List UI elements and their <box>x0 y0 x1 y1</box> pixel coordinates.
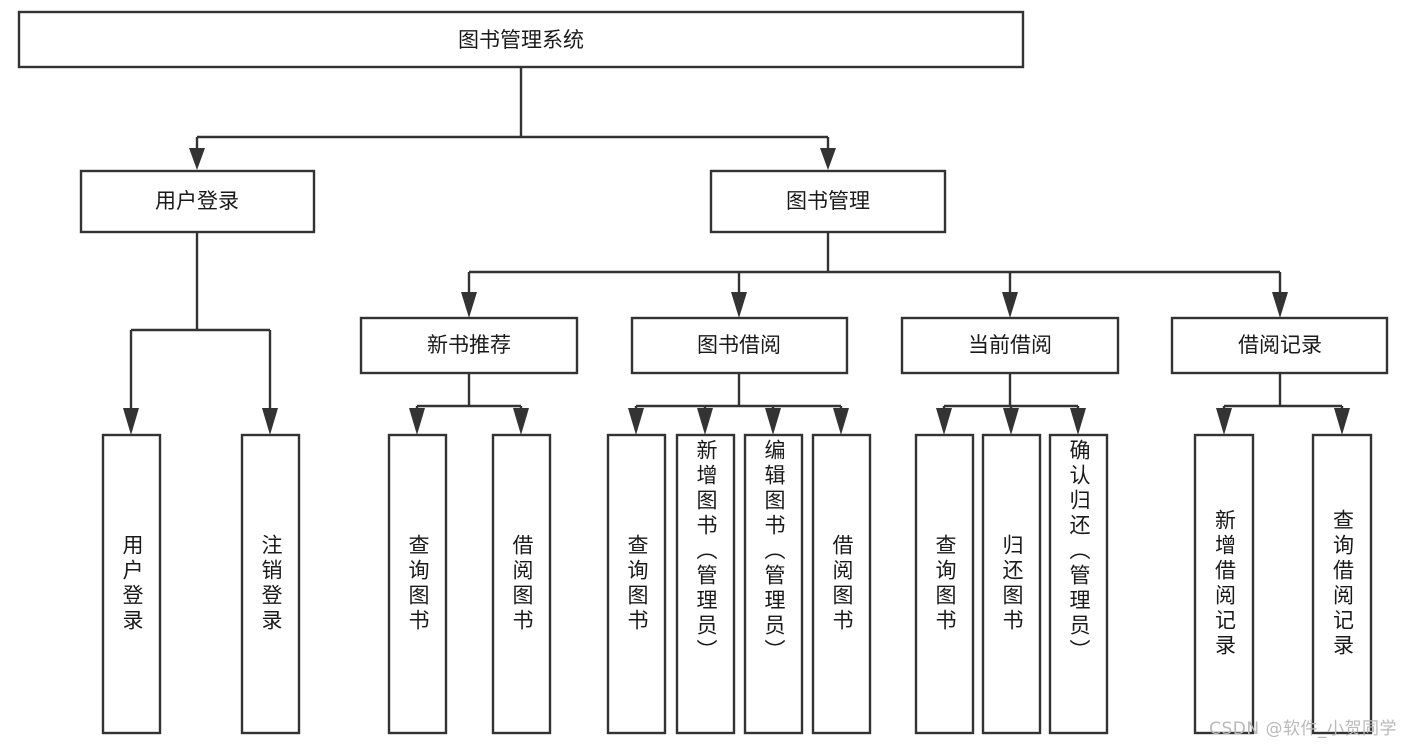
node-book-borrow-label: 图书借阅 <box>697 333 781 357</box>
node-user-login-label: 用户登录 <box>155 189 239 213</box>
arrowhead-leaf-user-login <box>123 408 139 435</box>
node-leaf-add-record-box[interactable] <box>1193 433 1255 735</box>
node-current-borrow-box[interactable] <box>900 316 1120 375</box>
node-book-borrow[interactable]: 图书借阅 <box>630 316 849 375</box>
node-user-login[interactable]: 用户登录 <box>79 169 316 234</box>
node-leaf-query-record-box[interactable] <box>1311 433 1373 735</box>
node-leaf-user-logout-box[interactable] <box>240 433 301 735</box>
node-user-login-box[interactable] <box>79 169 316 234</box>
node-borrow-record-label: 借阅记录 <box>1238 333 1322 357</box>
arrowhead-borrow-record <box>1272 292 1288 318</box>
node-root-box[interactable] <box>17 10 1025 69</box>
node-current-borrow[interactable]: 当前借阅 <box>900 316 1120 375</box>
node-leaf-user-login-box[interactable] <box>101 433 162 735</box>
connector-group-borrow-record <box>1216 373 1350 435</box>
node-leaf-query-book-1-box[interactable] <box>387 433 448 735</box>
connector-group-root <box>189 67 836 170</box>
node-new-book-recommend[interactable]: 新书推荐 <box>359 316 579 375</box>
arrowhead-book-borrow <box>731 292 747 318</box>
arrowhead-leaf-borrow-book-2 <box>833 408 849 435</box>
arrowhead-leaf-query-book-3 <box>936 408 952 435</box>
arrowhead-leaf-add-book <box>697 408 713 435</box>
node-book-manage[interactable]: 图书管理 <box>709 169 947 234</box>
node-book-manage-label: 图书管理 <box>786 189 870 213</box>
node-leaf-return-book-box[interactable] <box>981 433 1042 735</box>
arrowhead-leaf-query-book-1 <box>409 408 425 435</box>
node-leaf-borrow-book-1-box[interactable] <box>491 433 552 735</box>
arrowhead-leaf-edit-book <box>765 408 781 435</box>
connector-group-new-book-recommend <box>409 373 529 435</box>
node-leaf-borrow-book-2-box[interactable] <box>811 433 872 735</box>
arrowhead-book-manage <box>820 148 836 170</box>
connector-group-book-borrow <box>628 373 849 435</box>
node-leaf-query-book-3-box[interactable] <box>914 433 975 735</box>
csdn-watermark: CSDN @软件_小贺同学 <box>1209 719 1397 739</box>
arrowhead-user-login <box>189 148 205 170</box>
arrowhead-leaf-user-logout <box>262 408 278 435</box>
node-leaf-edit-book-box[interactable] <box>743 433 804 735</box>
node-current-borrow-label: 当前借阅 <box>968 333 1052 357</box>
node-borrow-record[interactable]: 借阅记录 <box>1170 316 1389 375</box>
node-root-label: 图书管理系统 <box>458 28 584 52</box>
node-book-manage-box[interactable] <box>709 169 947 234</box>
node-leaf-query-book-2-box[interactable] <box>606 433 667 735</box>
node-book-borrow-box[interactable] <box>630 316 849 375</box>
node-leaf-confirm-return-box[interactable] <box>1048 433 1109 735</box>
arrowhead-leaf-return-book <box>1003 408 1019 435</box>
node-new-book-recommend-box[interactable] <box>359 316 579 375</box>
node-new-book-recommend-label: 新书推荐 <box>427 333 511 357</box>
arrowhead-leaf-query-record <box>1334 408 1350 435</box>
arrowhead-current-borrow <box>1002 292 1018 318</box>
leaf-box-group <box>101 433 1373 735</box>
connector-group-book-manage <box>461 232 1288 318</box>
connector-group-current-borrow <box>936 373 1086 435</box>
connector-group-user-login <box>123 232 278 435</box>
arrowhead-leaf-query-book-2 <box>628 408 644 435</box>
node-borrow-record-box[interactable] <box>1170 316 1389 375</box>
node-root[interactable]: 图书管理系统 <box>17 10 1025 69</box>
arrowhead-leaf-confirm-return <box>1070 408 1086 435</box>
node-leaf-add-book-box[interactable] <box>675 433 736 735</box>
arrowhead-leaf-add-record <box>1216 408 1232 435</box>
arrowhead-leaf-borrow-book-1 <box>513 408 529 435</box>
arrowhead-new-book-recommend <box>461 292 477 318</box>
